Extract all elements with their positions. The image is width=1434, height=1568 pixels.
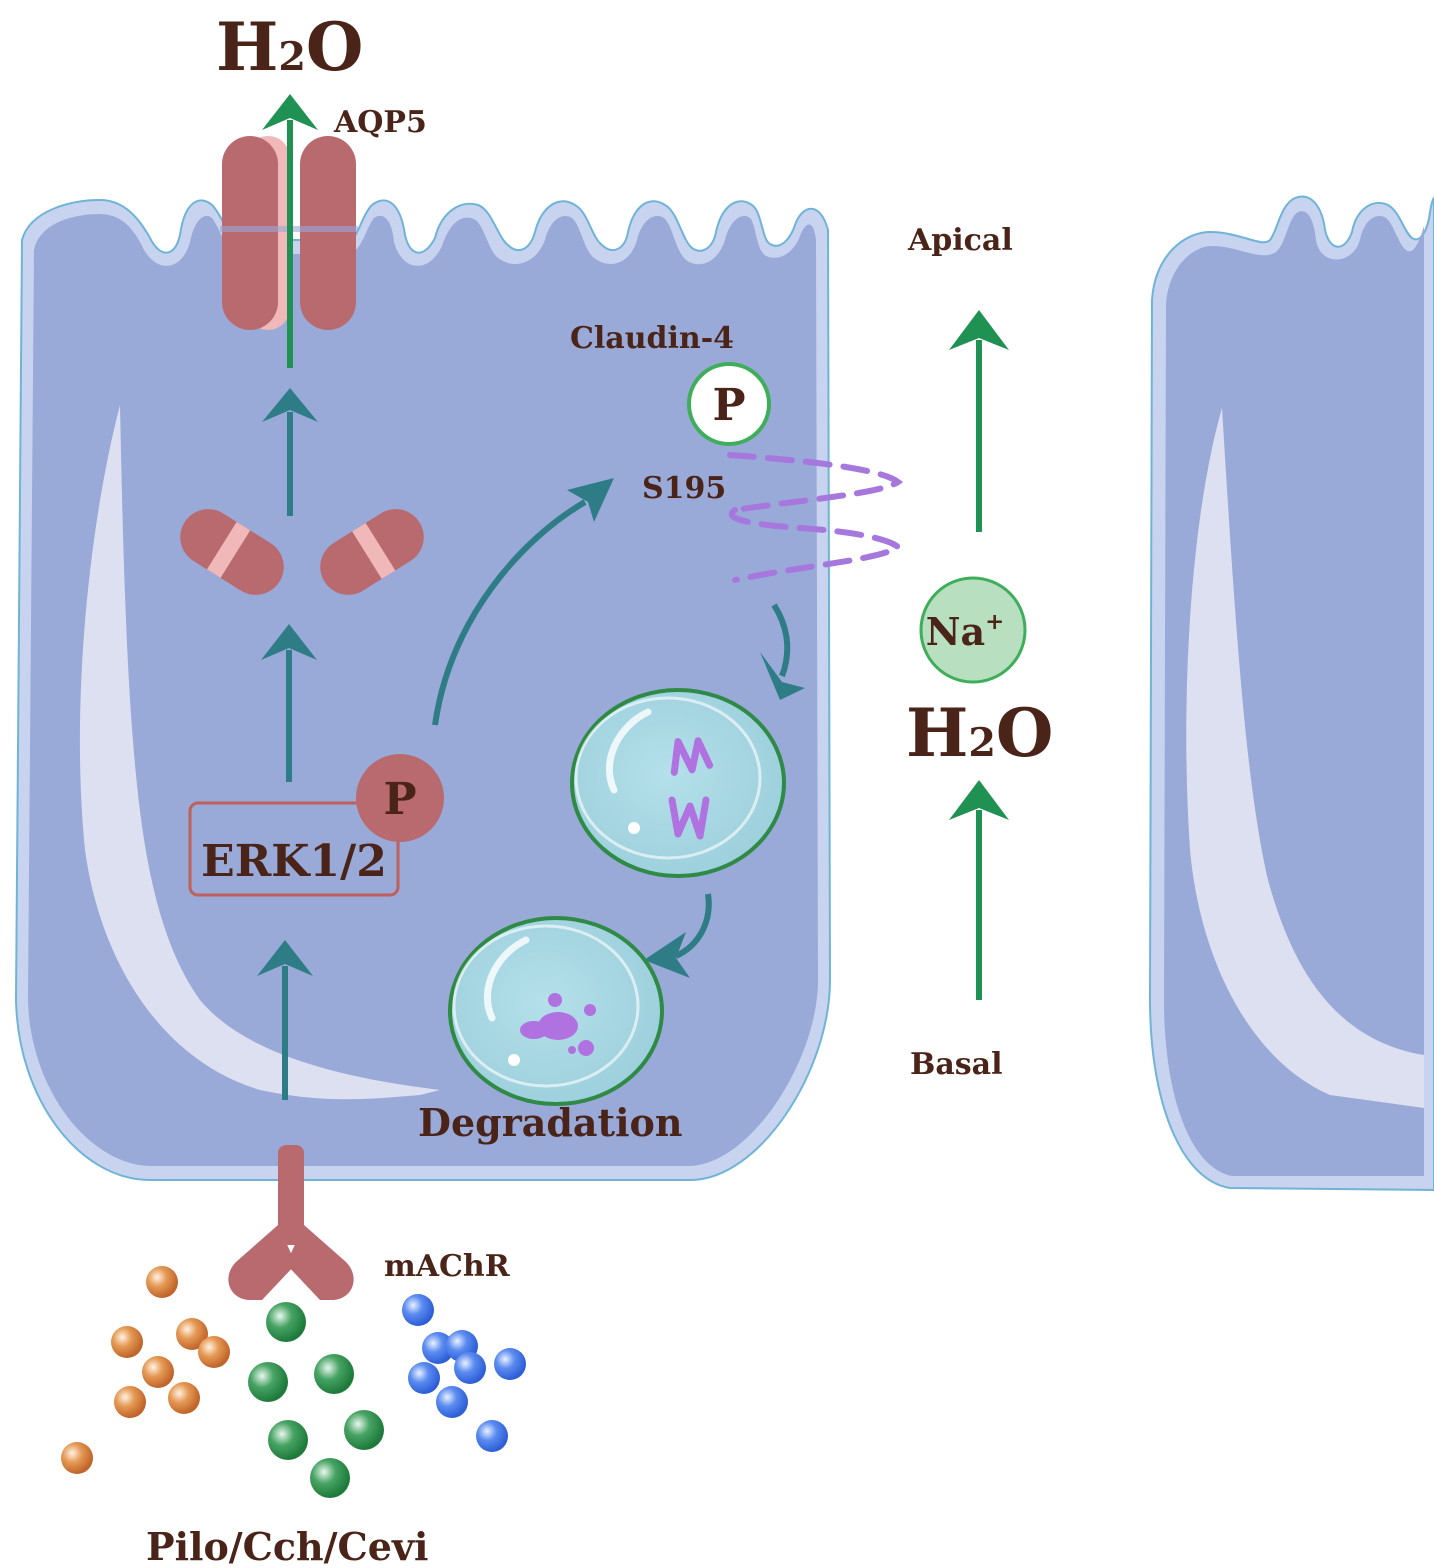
degradation-label: Degradation <box>418 1100 683 1145</box>
erk-complex: ERK1/2 P <box>188 754 444 897</box>
right-cell <box>1148 195 1434 1192</box>
agonist-particles-green <box>248 1302 384 1498</box>
left-cell-body <box>28 214 818 1166</box>
teal-arrow-to-erk <box>257 940 313 1100</box>
left-cell-inner-band <box>79 405 441 1100</box>
water-efflux-arrow <box>262 94 318 368</box>
basal-arrow <box>949 780 1009 1000</box>
teal-arrow-to-degradation <box>644 893 712 978</box>
internalized-aqp5-left <box>180 509 284 595</box>
aqp5-label: AQP5 <box>333 105 427 140</box>
sodium-ion: Na+ <box>919 576 1027 684</box>
apical-label: Apical <box>907 223 1013 258</box>
endosome-vesicle <box>570 688 786 878</box>
water-top-label: H2O <box>216 8 363 86</box>
claudin4-p-label: P <box>712 380 745 431</box>
erk-label: ERK1/2 <box>201 836 387 887</box>
lysosome-vesicle <box>448 916 664 1106</box>
tight-junction-strands <box>727 452 904 583</box>
teal-arrow-to-vesicle-aqp5 <box>261 624 317 782</box>
teal-arrow-to-aqp5 <box>262 388 318 516</box>
aqp5-channel <box>220 136 358 330</box>
machr-label: mAChR <box>384 1249 511 1284</box>
teal-arrow-to-claudin <box>432 478 614 726</box>
teal-arrow-to-vesicle <box>760 603 805 700</box>
claudin4-phospho: P <box>687 362 771 446</box>
machr-receptor <box>228 1145 354 1300</box>
erk-box <box>188 801 400 897</box>
basal-label: Basal <box>910 1047 1003 1082</box>
agonist-particles-blue <box>402 1294 526 1452</box>
left-cell <box>14 198 832 1181</box>
agonists-label: Pilo/Cch/Cevi <box>146 1524 429 1568</box>
claudin4-label: Claudin-4 <box>570 321 734 356</box>
internalized-aqp5-right <box>320 509 424 595</box>
right-cell-inner-band <box>1186 408 1424 1108</box>
agonist-particles-orange <box>61 1266 230 1474</box>
erk-p-label: P <box>383 774 416 825</box>
s195-label: S195 <box>642 471 726 506</box>
sodium-label: Na+ <box>926 609 1004 654</box>
water-right-label: H2O <box>906 694 1053 772</box>
apical-arrow <box>949 310 1009 532</box>
erk-phospho-circle <box>356 754 444 842</box>
